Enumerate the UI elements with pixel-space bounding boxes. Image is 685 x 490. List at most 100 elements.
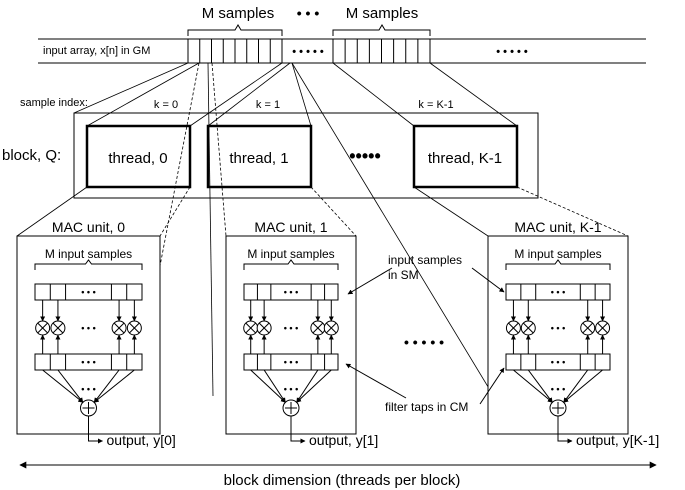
multiplier-x	[129, 322, 140, 334]
coefficient-register	[243, 353, 339, 371]
input-brace	[243, 259, 339, 270]
multiplier-x	[582, 322, 594, 334]
multiplier-x	[113, 322, 125, 334]
connector-line	[73, 62, 189, 114]
thread-1-box	[206, 124, 313, 189]
register-dots: • • •	[81, 287, 95, 297]
array-dots-right: • • • • •	[496, 46, 528, 58]
sum-arrow	[513, 369, 553, 403]
multiplier-x	[508, 322, 519, 334]
multiplier-x	[325, 322, 337, 334]
mac-input-samples-label: M input samples	[247, 247, 334, 261]
connector-line	[429, 62, 518, 127]
multiplier-x	[52, 322, 64, 334]
multiplier-x	[522, 322, 534, 334]
k1-label: k = 1	[256, 99, 280, 111]
mac-unit-1: MAC unit, 1 M input samples • • • • • • • • …	[225, 219, 378, 448]
coefficient-register	[505, 353, 611, 371]
top-ellipsis: • • •	[297, 5, 320, 21]
sum-arrow	[250, 369, 286, 403]
mac-unit-title: MAC unit, 0	[52, 219, 125, 235]
mac-unit-0: MAC unit, 0 M input samples • • • • • • • • …	[16, 219, 176, 448]
mac-output-label: output, y[K-1]	[576, 432, 659, 448]
mac-output-label: output, y[1]	[309, 432, 378, 448]
multiplier-x	[258, 322, 270, 334]
output-arrow	[290, 416, 306, 444]
m-samples-label-right: M samples	[346, 5, 419, 22]
connector-line	[516, 186, 629, 237]
register-dots: • • •	[284, 287, 298, 297]
thread-dots: •••••	[349, 146, 381, 166]
connector-line	[189, 62, 283, 127]
connector-line	[413, 186, 489, 237]
sm-annotation-line2: in SM	[388, 268, 419, 282]
k0-label: k = 0	[154, 99, 178, 111]
mac-input-samples-label: M input samples	[514, 247, 601, 261]
sum-arrow	[527, 369, 553, 403]
connector-line	[16, 186, 88, 237]
connector-line	[86, 62, 200, 127]
sample-register	[243, 283, 339, 301]
register-dots: • • •	[551, 357, 565, 367]
multiplier-x	[312, 322, 324, 334]
thread-1-label: thread, 1	[229, 150, 288, 167]
multiplier-x	[245, 322, 257, 334]
register-dots: • • •	[284, 357, 298, 367]
connector-line	[211, 62, 227, 237]
block-dimension-label: block dimension (threads per block)	[224, 472, 461, 489]
thread-0-label: thread, 0	[108, 150, 167, 167]
cm-arrow-left	[345, 363, 407, 399]
multiplier-dots: • • •	[284, 323, 298, 333]
mac-unit-title: MAC unit, 1	[254, 219, 327, 235]
multiplier-x	[597, 322, 608, 334]
array-dots-mid: • • • • •	[292, 46, 324, 58]
brace-left	[187, 24, 283, 36]
connector-line	[332, 62, 415, 127]
thread-0-box	[85, 124, 192, 189]
coefficient-register	[34, 353, 143, 371]
cm-annotation: filter taps in CM	[385, 400, 468, 414]
mac-input-samples-label: M input samples	[45, 247, 132, 261]
connector-line	[159, 186, 191, 237]
input-brace	[34, 259, 143, 270]
sample-index-label: sample index:	[20, 97, 88, 109]
sum-arrow	[296, 369, 332, 403]
connector-line	[310, 186, 357, 237]
sum-arrow	[42, 369, 84, 403]
thread-K-box	[412, 124, 519, 189]
output-arrow	[557, 416, 573, 444]
array-cells	[187, 39, 431, 63]
adder-dots: • • •	[551, 384, 565, 394]
mac-output-label: output, y[0]	[107, 432, 176, 448]
register-dots: • • •	[81, 357, 95, 367]
sum-arrow	[563, 369, 589, 403]
sum-arrow	[93, 369, 120, 403]
sm-annotation-line1: input samples	[388, 253, 462, 267]
multiplier-dots: • • •	[551, 323, 565, 333]
multiplier-x	[37, 322, 48, 334]
multiplier-dots: • • •	[81, 323, 95, 333]
thread-K-label: thread, K-1	[428, 150, 502, 167]
sm-arrow-left	[347, 267, 393, 295]
adder-dots: • • •	[284, 384, 298, 394]
output-arrow	[88, 416, 103, 444]
register-dots: • • •	[551, 287, 565, 297]
mac-unit-title: MAC unit, K-1	[514, 219, 601, 235]
connector-line	[291, 62, 497, 401]
sum-arrow	[563, 369, 603, 403]
mac-units: MAC unit, 0 M input samples • • • • • • • • …	[16, 219, 659, 448]
adder-dots: • • •	[81, 384, 95, 394]
block-label: block, Q:	[2, 147, 61, 164]
sum-arrow	[93, 369, 135, 403]
sample-register	[505, 283, 611, 301]
connector-line	[291, 62, 312, 127]
kK-label: k = K-1	[418, 99, 453, 111]
connector-line	[207, 62, 291, 127]
brace-right	[332, 24, 431, 36]
input-brace	[505, 259, 611, 270]
sum-arrow	[263, 369, 286, 403]
mac-unit-2: MAC unit, K-1 M input samples • • • • • • • …	[487, 219, 659, 448]
input-array-label: input array, x[n] in GM	[43, 45, 150, 57]
cm-arrow-right	[479, 367, 505, 405]
